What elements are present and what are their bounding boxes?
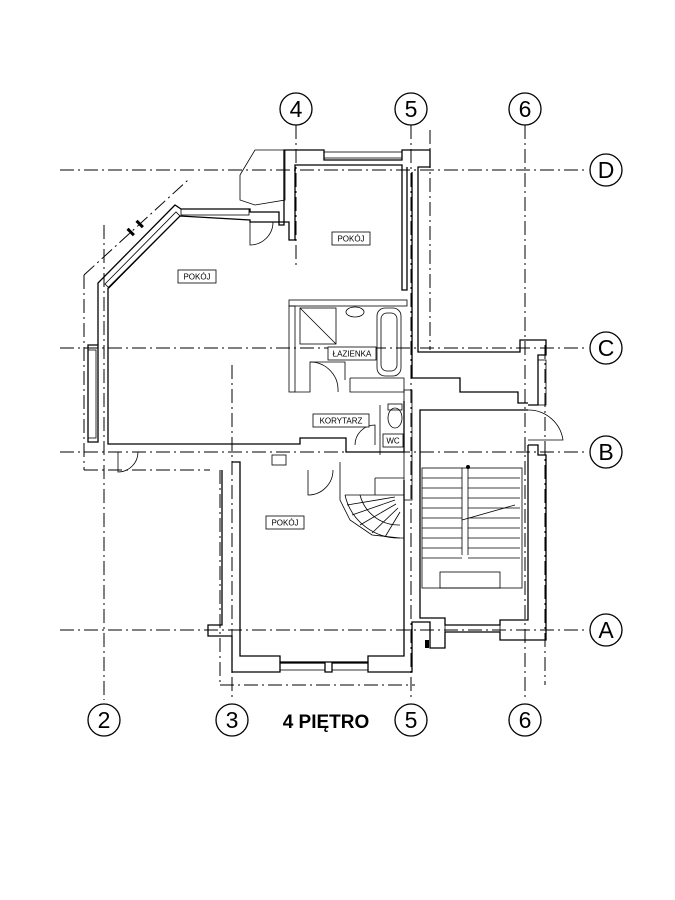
grid-label-right-B: B xyxy=(598,439,613,465)
grid-bubble xyxy=(508,703,542,737)
grid-bubbles-bottom: 2 3 5 6 xyxy=(87,703,542,737)
stair-direction xyxy=(461,504,516,521)
inner-wall-outline xyxy=(107,288,405,453)
bathroom-left-wall xyxy=(288,305,296,393)
grid-bubble xyxy=(215,703,249,737)
sink xyxy=(345,306,365,318)
grid-bubble xyxy=(589,153,623,187)
spiral-stair xyxy=(344,477,404,539)
room-label-wc: WC xyxy=(386,437,400,446)
stair-step xyxy=(384,511,401,538)
grid-bubble xyxy=(508,92,542,126)
shower-tray xyxy=(299,307,337,345)
grid-label-bottom-3: 3 xyxy=(226,707,239,733)
inner-right xyxy=(411,172,528,404)
stair-treads xyxy=(422,477,520,559)
door-swing xyxy=(249,221,274,246)
grid-label-top-6: 6 xyxy=(519,96,532,122)
bathroom-wall xyxy=(295,361,346,393)
column xyxy=(271,454,287,466)
outer-wall-outline xyxy=(87,149,547,443)
room-label-pokoj-bottom: POKÓJ xyxy=(271,519,298,528)
grid-bubble xyxy=(394,703,428,737)
door-swing xyxy=(307,469,334,496)
outer-wall-lower xyxy=(207,444,547,673)
window xyxy=(444,624,501,633)
grid-label-bottom-6: 6 xyxy=(519,707,532,733)
grid-label-bottom-2: 2 xyxy=(98,707,111,733)
room-label-box xyxy=(265,515,305,530)
wall-hatching xyxy=(126,219,429,648)
window xyxy=(537,359,547,406)
hatch-mark xyxy=(126,227,135,237)
room-label-box xyxy=(177,269,217,284)
stair-arc xyxy=(344,494,401,539)
grid-bubble xyxy=(589,331,623,365)
stair-step xyxy=(346,496,396,506)
grid-label-top-4: 4 xyxy=(290,96,303,122)
window xyxy=(279,662,326,671)
window xyxy=(104,211,181,289)
grid-label-right-D: D xyxy=(598,157,615,183)
grid-bubble xyxy=(279,92,313,126)
window xyxy=(180,208,250,216)
toilet-tank xyxy=(387,403,403,411)
room-label-box xyxy=(382,433,404,448)
door-swing xyxy=(527,409,564,441)
grid-bubble xyxy=(394,92,428,126)
grid-label-right-A: A xyxy=(598,617,614,643)
room-label-box xyxy=(331,231,371,246)
exterior-walls xyxy=(87,149,547,673)
landing xyxy=(439,571,501,589)
room-label-pokoj-top: POKÓJ xyxy=(337,235,364,244)
wc-wall xyxy=(403,389,413,501)
grid-label-right-C: C xyxy=(598,335,615,361)
door-swing xyxy=(309,361,339,393)
stair-step xyxy=(351,499,396,516)
hatch-mark xyxy=(425,640,429,648)
room-label-pokoj-left: POKÓJ xyxy=(183,273,210,282)
inner-bottom xyxy=(232,461,405,663)
door-swing xyxy=(117,451,139,473)
bathroom-fixtures xyxy=(299,306,403,429)
inner-right-lower xyxy=(419,409,529,626)
grid-lines xyxy=(60,125,588,700)
bathroom-bottom-wall xyxy=(349,377,405,393)
room-label-lazienka: ŁAZIENKA xyxy=(333,350,372,359)
windows xyxy=(87,151,547,671)
door-swing xyxy=(354,424,376,446)
bay-window xyxy=(239,149,286,206)
bathtub-inner xyxy=(380,312,398,372)
grid-bubble xyxy=(589,435,623,469)
room-label-korytarz: KORYTARZ xyxy=(320,417,363,426)
window xyxy=(87,349,97,439)
window xyxy=(331,662,369,671)
room-label-box xyxy=(327,346,377,361)
grid-bubble xyxy=(87,703,121,737)
stair-start-dot xyxy=(466,465,470,469)
inner-wall-top xyxy=(107,164,408,291)
bathtub xyxy=(376,307,402,377)
stair-arc xyxy=(359,494,401,526)
main-staircase xyxy=(421,465,523,589)
window xyxy=(323,151,403,159)
grid-label-bottom-5: 5 xyxy=(405,707,418,733)
stair-step xyxy=(359,503,397,526)
floor-title: 4 PIĘTRO xyxy=(283,712,370,733)
hatch-mark xyxy=(135,219,144,229)
grid-bubbles-top: 4 5 6 xyxy=(279,92,542,126)
stair-wall xyxy=(339,462,404,539)
grid-label-top-5: 5 xyxy=(405,96,418,122)
room-labels: POKÓJ POKÓJ ŁAZIENKA KORYTARZ WC POKÓJ xyxy=(177,231,404,530)
bathroom-top-wall xyxy=(288,299,408,307)
shower-diagonal xyxy=(299,307,337,345)
room-label-box xyxy=(312,413,370,428)
toilet xyxy=(387,407,403,429)
doors xyxy=(117,221,564,496)
stair-step xyxy=(371,507,399,534)
grid-bubbles-right: D C B A xyxy=(589,153,623,647)
grid-bubble xyxy=(589,613,623,647)
